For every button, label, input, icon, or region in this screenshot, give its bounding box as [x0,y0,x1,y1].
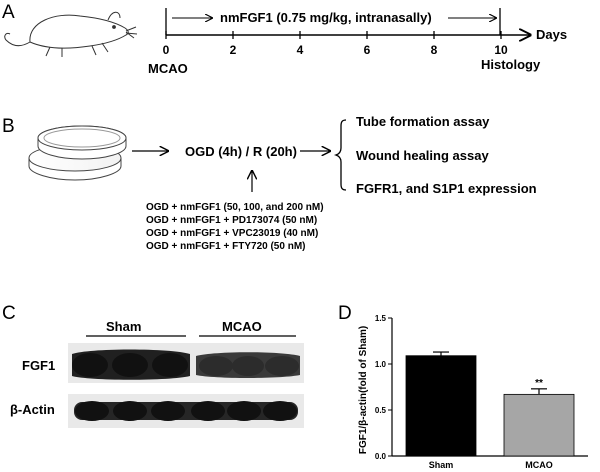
panel-d-letter: D [338,303,352,324]
y-tick-label: 0.5 [375,406,387,415]
row-label-fgf1: FGF1 [22,358,55,373]
bar-mcao [503,393,575,457]
mouse-icon [4,11,138,57]
chart-y-axis-label: FGF1/β-actin(fold of Sham) [358,326,369,454]
assay-tube-formation: Tube formation assay [356,114,490,129]
group-label-sham: Sham [106,319,141,334]
bar-sham [405,355,477,457]
group-label-mcao: MCAO [222,319,262,334]
panel-a-letter: A [2,2,15,23]
y-tick-label: 0.0 [375,452,387,461]
condition-4: OGD + nmFGF1 + FTY720 (50 nM) [146,241,305,252]
x-tick-label: MCAO [525,460,553,470]
western-blot-fgf1 [68,343,304,383]
condition-3: OGD + nmFGF1 + VPC23019 (40 nM) [146,228,318,239]
ogd-label: OGD (4h) / R (20h) [185,144,297,159]
y-tick-label: 1.0 [375,360,387,369]
significance-label: ** [535,378,543,389]
timeline-tick-label: 2 [230,43,237,57]
condition-1: OGD + nmFGF1 (50, 100, and 200 nM) [146,202,324,213]
y-tick-label: 1.5 [375,314,387,323]
timeline-tick-label: 0 [163,43,170,57]
treatment-label: nmFGF1 (0.75 mg/kg, intranasally) [220,10,432,25]
timeline-tick-label: 10 [494,43,508,57]
panel-b-letter: B [2,116,15,137]
timeline-tick-label: 6 [364,43,371,57]
timeline-tick-label: 4 [297,43,304,57]
assay-brace [333,119,347,191]
culture-dish-icon [28,125,127,181]
timeline: 0 2 4 6 8 10 [163,8,530,57]
end-event-label: Histology [481,57,541,72]
western-blot-actin [68,394,304,428]
assay-expression: FGFR1, and S1P1 expression [356,181,537,196]
timeline-tick-label: 8 [431,43,438,57]
row-label-actin: β-Actin [10,402,55,417]
assay-wound-healing: Wound healing assay [356,148,489,163]
x-tick-label: Sham [429,460,454,470]
timeline-unit: Days [536,27,567,42]
panel-c-letter: C [2,303,16,324]
start-event-label: MCAO [148,61,188,76]
condition-2: OGD + nmFGF1 + PD173074 (50 nM) [146,215,317,226]
